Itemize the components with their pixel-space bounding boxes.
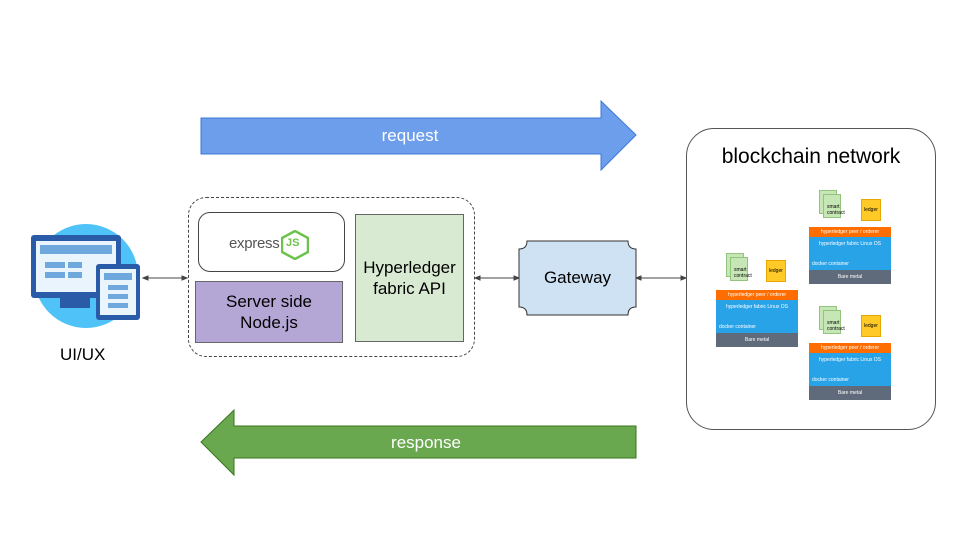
express-logo-text: express (229, 235, 280, 252)
peer-layer: hyperledger peer / orderer (809, 343, 891, 353)
gateway-label: Gateway (543, 268, 612, 287)
container-layer-label: docker container (812, 261, 849, 267)
os-layer: hyperledger fabric Linux OS docker conta… (809, 237, 891, 270)
smart-contract-label: smart contract (827, 320, 845, 332)
peer-stack-top: smart contract ledger (716, 250, 798, 290)
computer-monitor-icon (31, 224, 140, 328)
node-server-box: Server side Node.js (195, 281, 343, 343)
base-layer: Bare metal (809, 270, 891, 284)
os-layer-label: hyperledger fabric Linux OS (819, 241, 881, 247)
ledger-label: ledger (864, 323, 878, 329)
peer-layer: hyperledger peer / orderer (809, 227, 891, 237)
ledger-label: ledger (769, 268, 783, 274)
container-layer-label: docker container (719, 324, 756, 330)
hlf-api-label: Hyperledger fabric API (363, 258, 456, 298)
hlf-api-box: Hyperledger fabric API (355, 214, 464, 342)
ledger-icon (861, 315, 881, 337)
peer-stack-top: smart contract ledger (809, 187, 891, 227)
os-layer-label: hyperledger fabric Linux OS (819, 357, 881, 363)
peer-stack-right-bottom: smart contract ledger hyperledger peer /… (809, 303, 891, 400)
os-layer: hyperledger fabric Linux OS docker conta… (716, 300, 798, 333)
os-layer: hyperledger fabric Linux OS docker conta… (809, 353, 891, 386)
node-server-label: Server side Node.js (226, 292, 312, 332)
ledger-label: ledger (864, 207, 878, 213)
client-label: UI/UX (60, 345, 106, 364)
base-layer: Bare metal (716, 333, 798, 347)
smart-contract-icon (730, 257, 748, 281)
ledger-icon (861, 199, 881, 221)
ledger-icon (766, 260, 786, 282)
peer-stack-right-top: smart contract ledger hyperledger peer /… (809, 187, 891, 284)
blockchain-title: blockchain network (721, 145, 901, 168)
peer-layer: hyperledger peer / orderer (716, 290, 798, 300)
nodejs-badge-text: JS (286, 237, 300, 249)
container-layer-label: docker container (812, 377, 849, 383)
smart-contract-icon (823, 310, 841, 334)
nodejs-hexagon-icon (281, 230, 309, 260)
request-label: request (381, 126, 439, 145)
gateway-shape (518, 240, 637, 316)
peer-stack-top: smart contract ledger (809, 303, 891, 343)
response-label: response (391, 433, 461, 452)
base-layer: Bare metal (809, 386, 891, 400)
request-arrow (200, 99, 637, 172)
peer-stack-left: smart contract ledger hyperledger peer /… (716, 250, 798, 347)
server-container (188, 197, 475, 357)
express-logo-box: express JS (198, 212, 345, 272)
os-layer-label: hyperledger fabric Linux OS (726, 304, 788, 310)
smart-contract-label: smart contract (734, 267, 752, 279)
response-arrow (200, 408, 637, 477)
smart-contract-label: smart contract (827, 204, 845, 216)
smart-contract-icon (823, 194, 841, 218)
